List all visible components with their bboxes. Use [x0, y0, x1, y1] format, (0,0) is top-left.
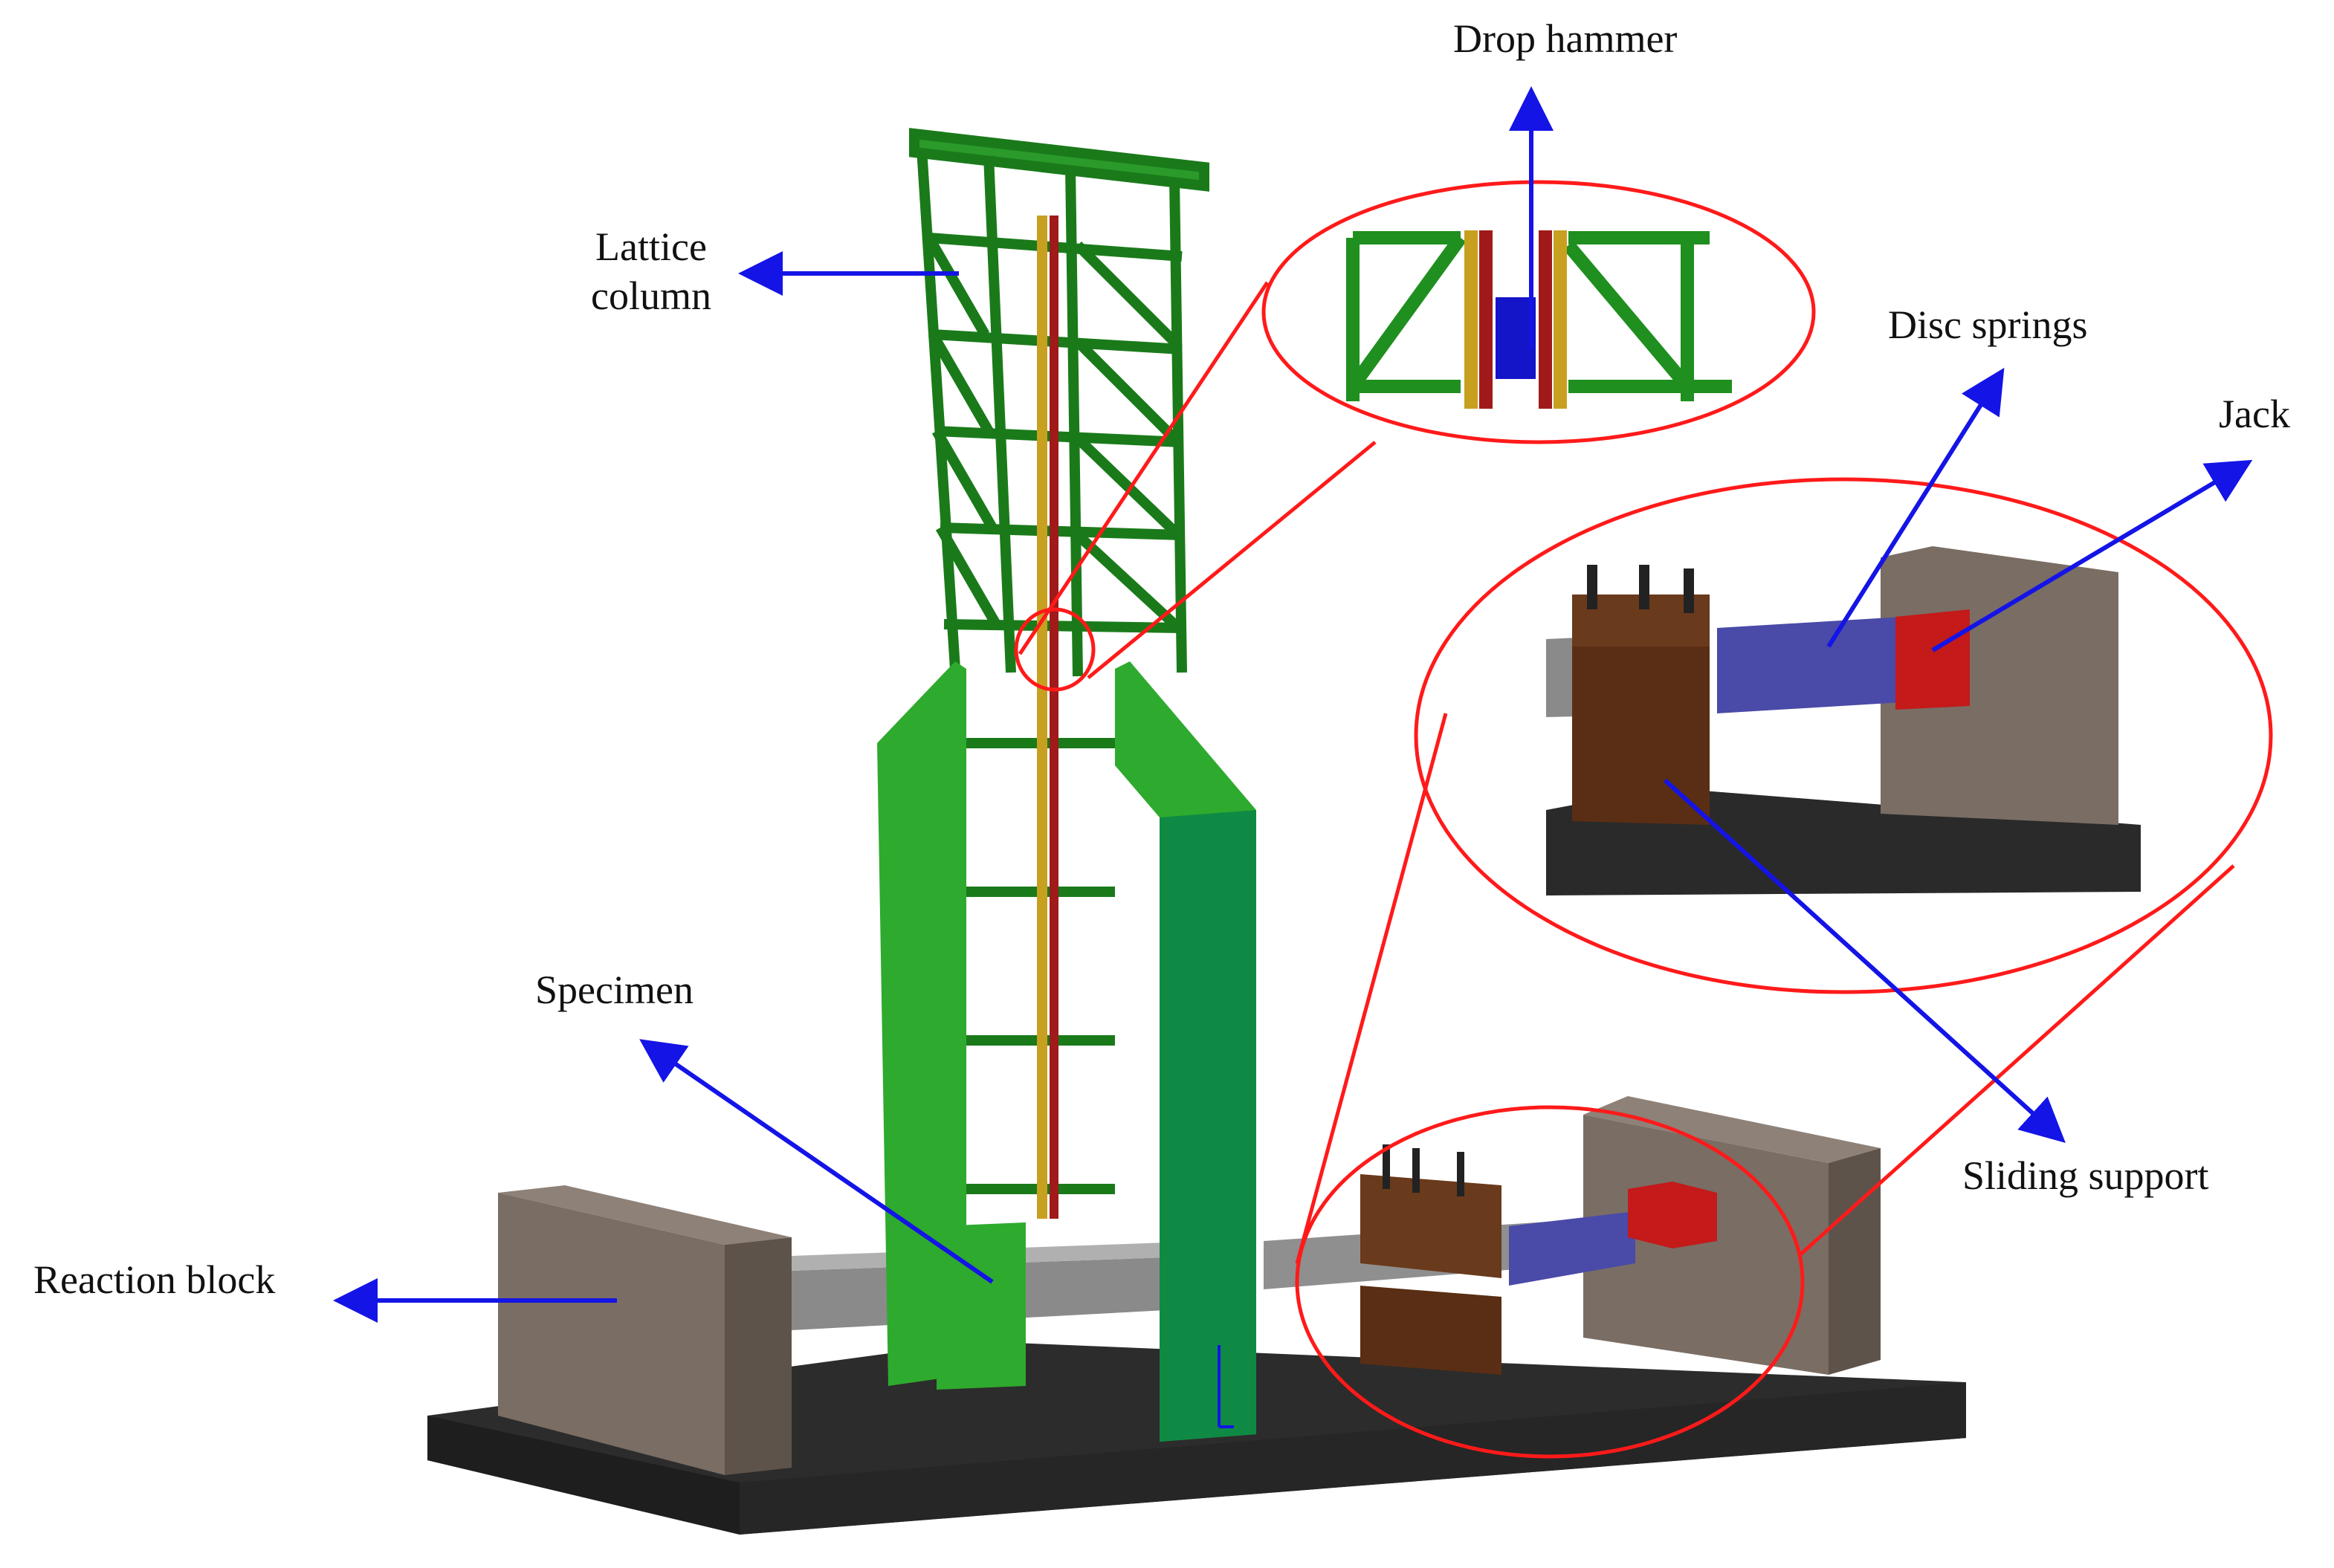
- lattice-detail-marker: [1014, 607, 1096, 692]
- disc-springs-main: [1509, 1211, 1635, 1286]
- support-zoom-detail: [1546, 546, 2141, 895]
- lattice-column: [909, 128, 1209, 1194]
- tower-frame: [877, 661, 1256, 1442]
- sliding-support-label: Sliding support: [1962, 1153, 2209, 1198]
- drop-hammer-zoom-circle: [1261, 180, 1816, 444]
- jack-main: [1628, 1182, 1717, 1248]
- support-detail-marker: [1295, 1105, 1805, 1459]
- specimen-label: Specimen: [535, 968, 694, 1012]
- reaction-block-left: [498, 1185, 792, 1475]
- disc-springs-arrow: [1826, 367, 2005, 648]
- sliding-support-main: [1360, 1144, 1501, 1375]
- disc-springs-label: Disc springs: [1888, 302, 2088, 347]
- lattice-column-label-line2: column: [591, 273, 711, 318]
- axis-indicator: [1218, 1345, 1234, 1428]
- jack-label: Jack: [2219, 392, 2290, 436]
- support-zoom-circle: [1414, 477, 2273, 994]
- specimen-arrow: [639, 1039, 994, 1284]
- label-arrows: [333, 86, 2253, 1323]
- callout-circles: [1014, 180, 2273, 1459]
- sliding-support-arrow: [1663, 778, 2066, 1144]
- drop-hammer-label: Drop hammer: [1453, 16, 1678, 61]
- lattice-column-label: Lattice column: [591, 223, 711, 321]
- reaction-block-right: [1583, 1096, 1881, 1375]
- drop-hammer-zoom-detail: [1346, 230, 1732, 409]
- reaction-block-label: Reaction block: [33, 1257, 276, 1302]
- lattice-column-label-line1: Lattice: [595, 224, 707, 269]
- guide-rails: [1037, 216, 1058, 1219]
- jack-arrow: [1931, 459, 2253, 652]
